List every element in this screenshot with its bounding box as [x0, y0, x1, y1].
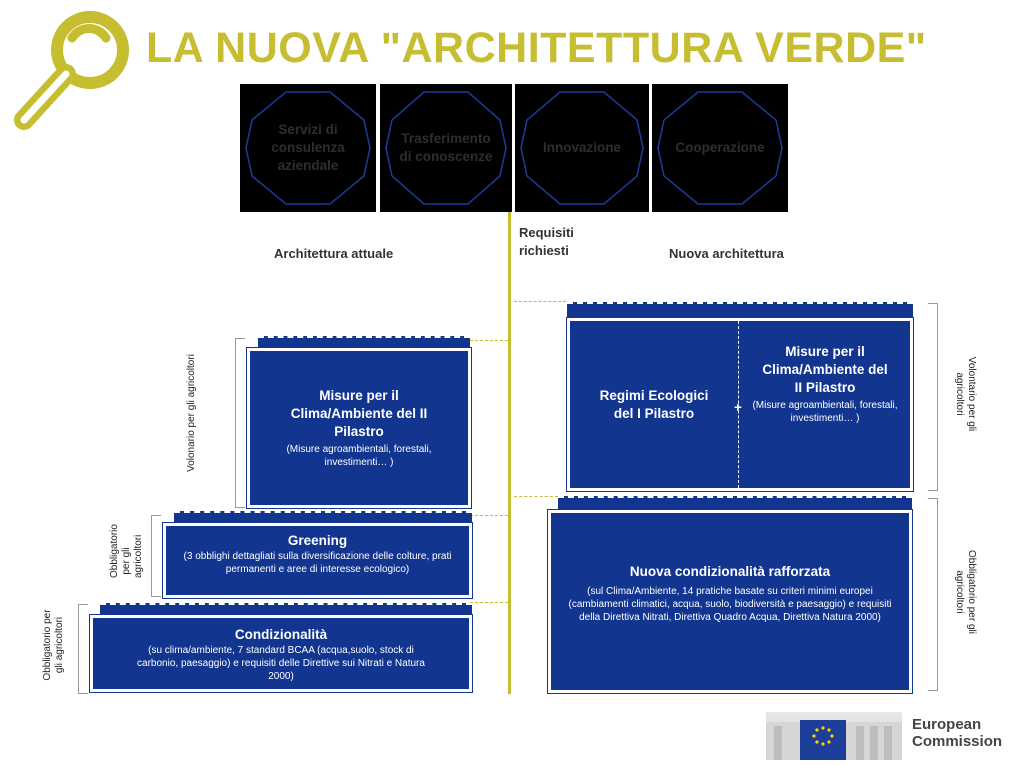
right-mandatory-label: Obbligatorio per gli agricoltori — [954, 550, 977, 634]
header-current: Architettura attuale — [274, 246, 394, 261]
right-pillar2-cell: Misure per il Clima/Ambiente del II Pila… — [740, 343, 910, 425]
left-greening-box: Greening (3 obblighi dettagliati sulla d… — [163, 523, 472, 598]
left-cond-label: Obbligatorio per gli agricoltori — [42, 609, 65, 681]
connector-line — [470, 602, 508, 603]
header-new: Nuova architettura — [669, 246, 784, 261]
service-innovation-label: Innovazione — [542, 140, 621, 155]
right-voluntary-bracket — [928, 303, 938, 491]
left-greening-label-wrap: Obbligatorio per gli agricoltori — [72, 524, 182, 578]
right-voluntary-label-wrap: Volontario per gli agricoltori — [890, 357, 1028, 432]
right-top-box: Regimi Ecologici del I Pilastro + Misure… — [567, 318, 913, 491]
left-voluntary-label-wrap: Volonario per gli agricoltori — [117, 354, 267, 472]
left-cond-subtitle: (su clima/ambiente, 7 standard BCAA (acq… — [137, 645, 425, 682]
european-commission-logo: European Commission — [766, 712, 1028, 760]
right-cond-title: Nuova condizionalità rafforzata — [629, 564, 831, 579]
right-cond-box: Nuova condizionalità rafforzata (sul Cli… — [548, 510, 912, 693]
left-greening-subtitle: (3 obblighi dettagliati sulla diversific… — [183, 551, 452, 575]
right-cond-subtitle: (sul Clima/Ambiente, 14 pratiche basate … — [568, 586, 892, 623]
page-title: LA NUOVA "ARCHITETTURA VERDE" — [146, 24, 927, 72]
center-divider — [508, 212, 511, 694]
right-voluntary-label: Volontario per gli agricoltori — [954, 356, 977, 432]
left-cond-title: Condizionalità — [234, 627, 328, 642]
ec-logo-line1: European — [912, 716, 982, 733]
connector-line — [470, 340, 508, 341]
header-required: Requisiti richiesti — [519, 225, 574, 258]
right-pillar2-title: Misure per il Clima/Ambiente del II Pila… — [762, 344, 888, 395]
right-mandatory-label-wrap: Obbligatorio per gli agricoltori — [885, 550, 1028, 634]
left-greening-title: Greening — [287, 533, 348, 548]
right-eco-title: Regimi Ecologici del I Pilastro — [599, 387, 709, 421]
left-pillar2-box: Misure per il Clima/Ambiente del II Pila… — [247, 348, 471, 508]
right-column-divider — [738, 321, 739, 488]
left-greening-strip — [174, 511, 472, 523]
left-voluntary-label: Volonario per gli agricoltori — [186, 354, 197, 472]
service-advisory: Servizi di consulenza aziendale — [240, 84, 376, 212]
service-knowledge: Trasferimento di conoscenze — [380, 84, 512, 212]
magnifier-icon — [2, 8, 142, 138]
ec-building-icon — [766, 712, 902, 760]
left-cond-bracket — [78, 604, 88, 694]
service-knowledge-label: Trasferimento di conoscenze — [399, 131, 493, 164]
connector-line — [470, 515, 508, 516]
left-greening-bracket — [151, 515, 161, 597]
left-pillar2-title: Misure per il Clima/Ambiente del II Pila… — [290, 388, 428, 439]
connector-line — [514, 301, 566, 302]
right-mandatory-bracket — [928, 498, 938, 691]
left-pillar2-subtitle: (Misure agroambientali, forestali, inves… — [286, 444, 432, 468]
service-advisory-label: Servizi di consulenza aziendale — [271, 122, 345, 173]
right-top-strip — [567, 302, 913, 318]
right-eco-cell: Regimi Ecologici del I Pilastro — [570, 321, 738, 488]
left-cond-label-wrap: Obbligatorio per gli agricoltori — [0, 609, 114, 680]
left-cond-box: Condizionalità (su clima/ambiente, 7 sta… — [90, 615, 472, 692]
right-cond-strip — [558, 496, 912, 510]
left-voluntary-bracket — [235, 338, 245, 508]
right-pillar2-subtitle: (Misure agroambientali, forestali, inves… — [752, 400, 898, 424]
left-greening-label: Obbligatorio per gli agricoltori — [109, 524, 144, 578]
ec-logo-text: European Commission — [912, 716, 1002, 750]
service-cooperation-label: Cooperazione — [675, 140, 765, 155]
left-pillar2-strip — [258, 336, 470, 348]
connector-line — [514, 496, 558, 497]
left-cond-strip — [100, 603, 472, 615]
right-plus-sign: + — [734, 400, 742, 415]
service-innovation: Innovazione — [515, 84, 649, 212]
ec-logo-line2: Commission — [912, 733, 1003, 750]
service-cooperation: Cooperazione — [652, 84, 788, 212]
